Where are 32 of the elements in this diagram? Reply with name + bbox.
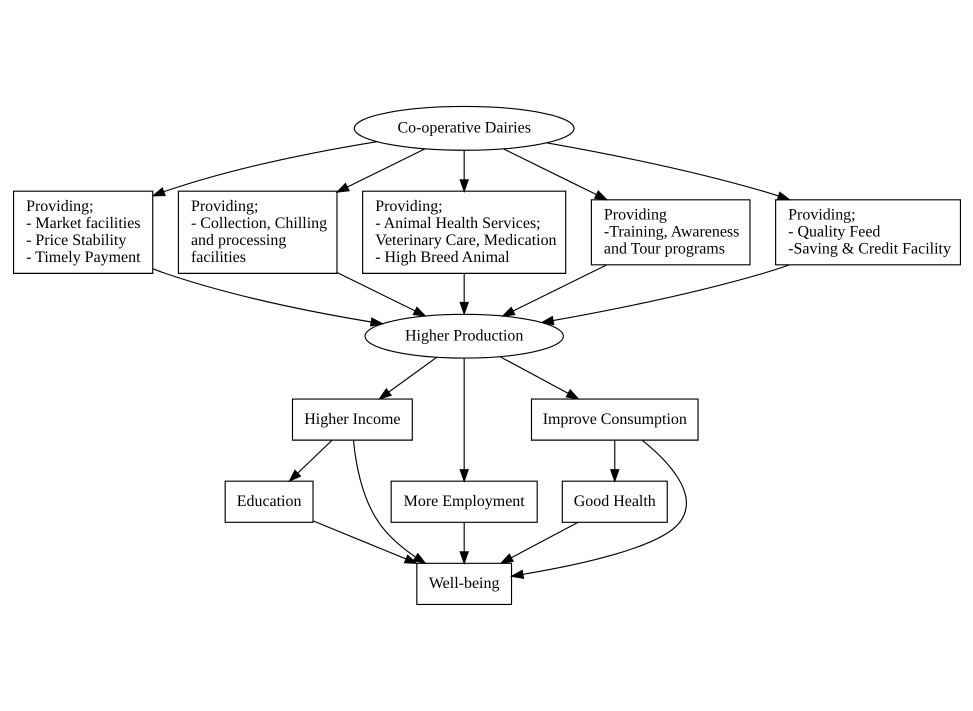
arrow <box>546 142 791 200</box>
node-box: Good Health <box>561 480 668 523</box>
arrow <box>378 356 437 400</box>
arrow <box>152 268 384 327</box>
arrow <box>499 522 578 564</box>
node-ellipse: Co-operative Dairies <box>353 106 574 151</box>
arrow <box>458 150 468 193</box>
node-box: Providing; - Quality Feed -Saving & Credit Facility <box>774 199 960 266</box>
arrow <box>499 356 580 400</box>
node-box: Well-being <box>416 562 512 605</box>
node-box: Education <box>224 480 314 523</box>
node-box: Improve Consumption <box>530 398 698 441</box>
node-box: More Employment <box>390 480 538 523</box>
arrow <box>540 264 790 326</box>
arrow <box>458 522 468 565</box>
node-box: Providing; - Collection, Chilling and processing facilities <box>177 190 338 274</box>
arrow <box>335 148 425 193</box>
arrow <box>458 358 468 483</box>
arrow <box>288 440 332 482</box>
arrow <box>509 440 686 579</box>
arrow <box>312 520 418 564</box>
arrow <box>500 264 606 317</box>
arrow <box>609 440 620 483</box>
arrow <box>352 440 426 564</box>
arrow <box>336 272 426 317</box>
arrow <box>458 274 468 316</box>
arrow <box>502 148 608 200</box>
node-box: Higher Income <box>291 398 412 441</box>
node-box: Providing; - Animal Health Services; Veterinary Care, Medication - High Breed Animal <box>362 190 566 274</box>
node-box: Providing; - Market facilities - Price Stability - Timely Payment <box>12 190 153 274</box>
arrow <box>150 141 377 196</box>
node-box: Providing -Training, Awareness and Tour programs <box>590 199 750 266</box>
